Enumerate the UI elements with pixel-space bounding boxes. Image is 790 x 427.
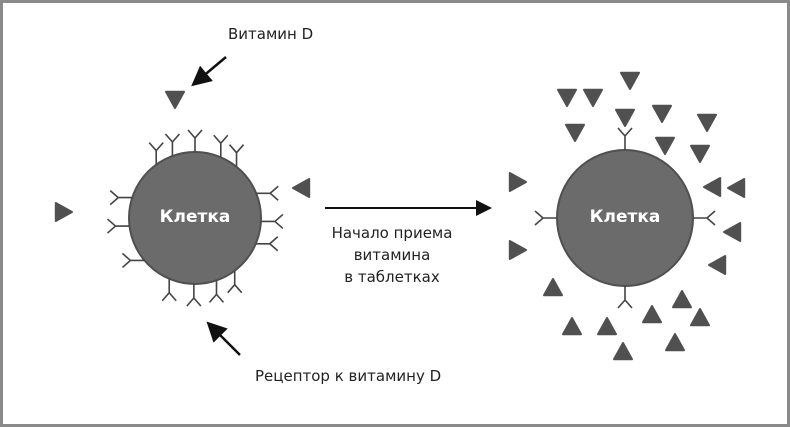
receptor-icon (148, 142, 164, 165)
receptor-label: Рецептор к витамину D (255, 367, 442, 385)
vitamin-d-icon (557, 88, 577, 107)
vitamin-d-icon (508, 172, 527, 192)
receptor-pointer-arrow (206, 321, 241, 356)
receptor-icon (617, 127, 633, 150)
vitamin-d-icon (655, 136, 675, 155)
receptor-icon (109, 190, 133, 206)
receptor-icon (106, 218, 130, 234)
receptor-icon (255, 236, 279, 252)
transition-line-2: витамина (353, 246, 431, 264)
transition-line-3: в таблетках (344, 268, 440, 286)
receptor-icon (121, 252, 145, 269)
cell-after-label: Клетка (589, 207, 661, 227)
vitamin-d-icon (597, 317, 617, 336)
vitamin-d-icon (508, 240, 527, 260)
vitamin-d-icon (665, 333, 685, 352)
receptor-icon (208, 280, 225, 303)
vitamin-pointer-arrow (191, 56, 227, 87)
vitamin-d-icon (562, 317, 582, 336)
vitamin-d-icon (165, 90, 185, 109)
receptor-icon (534, 210, 557, 226)
vitamin-d-icon (620, 71, 640, 90)
receptor-icon (256, 185, 279, 201)
receptor-icon (228, 144, 245, 167)
vitamin-d-icon (642, 305, 662, 324)
vitamin-d-icon (54, 202, 73, 222)
receptor-icon (213, 134, 229, 158)
vitamin-d-icon (565, 123, 585, 142)
vitamin-d-icon (652, 104, 672, 123)
receptor-icon (617, 286, 633, 309)
receptor-icon (260, 213, 284, 230)
receptor-icon (161, 278, 177, 302)
vitamin-d-icon (583, 88, 603, 107)
vitamin-d-icon (708, 255, 727, 275)
cell-before-label: Клетка (159, 207, 231, 227)
receptor-icon (227, 270, 243, 294)
vitamin-d-icon (697, 113, 717, 132)
vitamin-d-icon (613, 342, 633, 361)
vitamin-label: Витамин D (228, 25, 314, 43)
vitamin-d-icon (703, 177, 722, 197)
vitamin-d-icon (543, 278, 563, 297)
vitamin-d-icon (615, 108, 635, 127)
vitamin-d-icon (292, 178, 311, 198)
transition-label: Начало приема витамина в таблетках (300, 222, 484, 288)
vitamin-d-icon (672, 290, 692, 309)
receptor-icon (186, 283, 202, 307)
receptor-icon (164, 133, 181, 156)
transition-line-1: Начало приема (331, 224, 453, 242)
vitamin-d-icon (690, 144, 710, 163)
receptor-icon (187, 129, 203, 152)
vitamin-d-icon (727, 178, 746, 198)
receptor-icon (693, 210, 716, 226)
vitamin-d-icon (690, 308, 710, 327)
vitamin-d-icon (723, 222, 742, 242)
